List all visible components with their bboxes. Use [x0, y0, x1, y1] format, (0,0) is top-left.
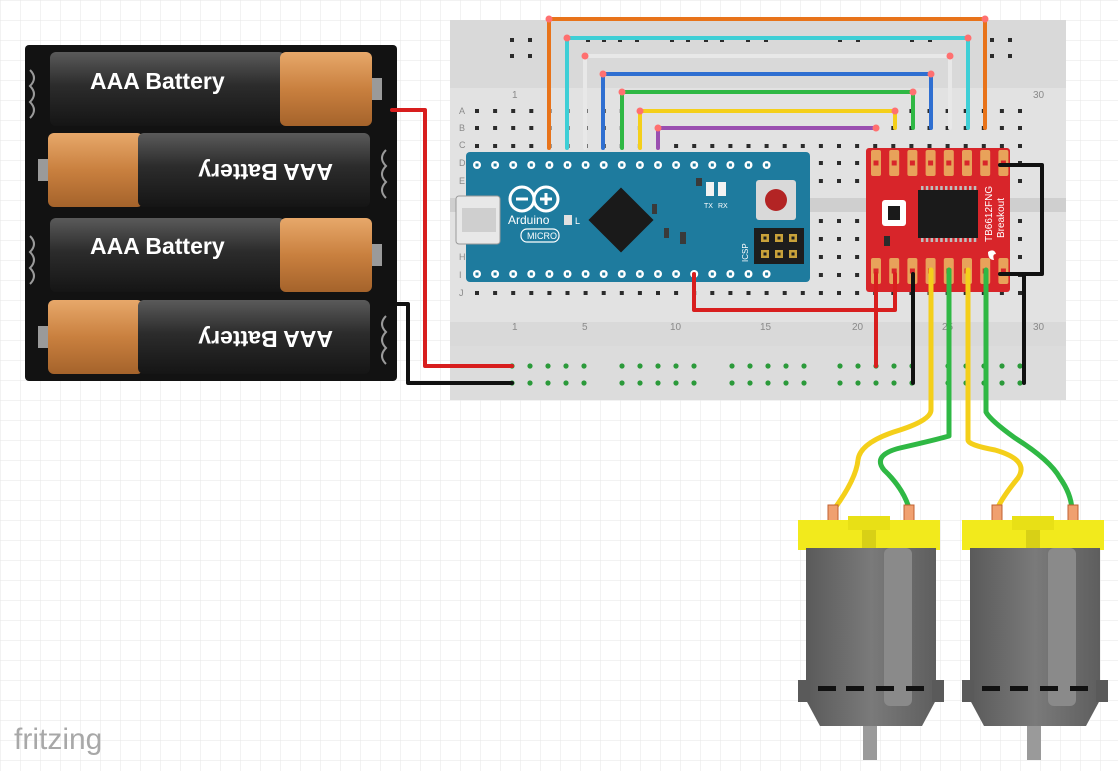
column-number: 1 — [512, 322, 518, 333]
row-label: C — [459, 140, 466, 150]
row-label: A — [459, 106, 465, 116]
column-number: 20 — [852, 322, 864, 333]
battery-pack[interactable]: AAA Battery AAA Battery AAA Battery AAA … — [25, 45, 397, 381]
icsp-label: ICSP — [741, 243, 750, 262]
battery-label: AAA Battery — [90, 68, 225, 94]
motor-wires — [829, 267, 1075, 515]
battery-cell: AAA Battery — [38, 300, 370, 374]
sparkfun-flame-icon — [988, 250, 996, 260]
column-number: 10 — [670, 322, 682, 333]
wire-ends — [545, 15, 989, 132]
rx-label: RX — [718, 203, 728, 210]
arduino-pins — [473, 161, 771, 278]
row-label: H — [459, 252, 466, 262]
column-number: 30 — [1033, 322, 1045, 333]
jumper-wires-top — [547, 17, 1044, 276]
arduino-logo-icon — [508, 185, 560, 213]
fritzing-logo: fritzing — [14, 723, 102, 756]
tb6612fng-driver[interactable]: TB6612FNG Breakout — [866, 148, 1010, 292]
row-label: I — [459, 270, 462, 280]
arduino-badge: MICRO — [527, 231, 557, 241]
dc-motor-left[interactable] — [798, 504, 944, 760]
row-label: B — [459, 123, 465, 133]
battery-cell: AAA Battery — [38, 133, 370, 207]
led-label: L — [575, 216, 580, 226]
reset-button[interactable] — [765, 189, 787, 211]
driver-name: TB6612FNG — [984, 186, 995, 242]
battery-cell: AAA Battery — [50, 52, 382, 126]
battery-cell: AAA Battery — [50, 218, 382, 292]
tx-label: TX — [704, 203, 713, 210]
column-number: 15 — [760, 322, 772, 333]
power-wires — [390, 108, 1026, 385]
battery-label: AAA Battery — [198, 326, 333, 352]
row-label: J — [459, 288, 464, 298]
arduino-micro[interactable]: Arduino MICRO L TX RX ICSP — [455, 152, 810, 282]
icsp-pins — [761, 234, 797, 258]
row-label: D — [459, 158, 466, 168]
driver-subtitle: Breakout — [996, 198, 1007, 238]
column-number: 1 — [512, 90, 518, 101]
battery-label: AAA Battery — [90, 233, 225, 259]
column-number: 30 — [1033, 90, 1045, 101]
row-label: E — [459, 176, 465, 186]
battery-label: AAA Battery — [198, 159, 333, 185]
arduino-name: Arduino — [508, 213, 550, 227]
column-number: 5 — [582, 322, 588, 333]
dc-motor-right[interactable] — [962, 504, 1108, 760]
